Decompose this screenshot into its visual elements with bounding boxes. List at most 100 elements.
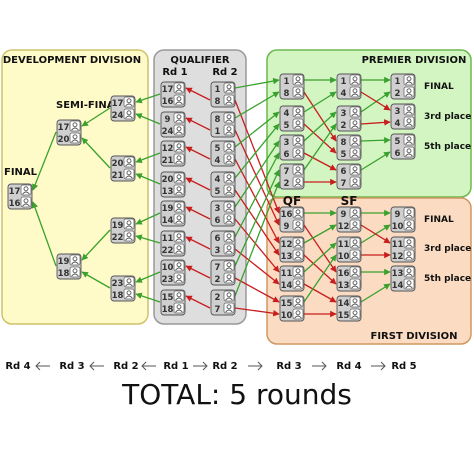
seed-number: 19 <box>162 204 174 214</box>
seed-number: 3 <box>341 109 347 119</box>
person-icon <box>123 96 135 108</box>
sf-header: SF <box>341 194 358 208</box>
seed-number: 19 <box>112 221 124 231</box>
winner-arrow <box>303 254 337 303</box>
seed-number: 24 <box>162 127 174 137</box>
person-icon <box>349 164 361 176</box>
person-icon <box>173 201 185 213</box>
seed-number: 3 <box>215 204 221 214</box>
person-icon <box>403 219 415 231</box>
seed-number: 13 <box>162 187 174 197</box>
person-icon <box>123 168 135 180</box>
seed-number: 6 <box>215 216 221 226</box>
seed-number: 22 <box>112 233 124 243</box>
person-icon <box>123 288 135 300</box>
person-icon <box>349 237 361 249</box>
seed-number: 2 <box>215 275 221 285</box>
person-icon <box>223 243 235 255</box>
winner-arrow <box>360 91 391 113</box>
seed-number: 18 <box>162 305 174 315</box>
match-box: 910 <box>390 206 416 233</box>
seed-number: 7 <box>341 179 347 189</box>
match-box: 72 <box>210 259 236 286</box>
seed-number: 2 <box>284 179 290 189</box>
loser-arrow <box>360 224 391 244</box>
person-icon <box>223 231 235 243</box>
person-icon <box>292 296 304 308</box>
winner-arrow <box>81 271 111 289</box>
loser-arrow <box>234 158 280 244</box>
person-icon <box>349 308 361 320</box>
person-icon <box>223 153 235 165</box>
person-icon <box>223 302 235 314</box>
right-arrow-icon <box>193 361 208 371</box>
axis-round-label: Rd 3 <box>276 361 301 372</box>
seed-number: 10 <box>281 311 293 321</box>
left-arrow-icon <box>89 361 104 371</box>
winner-arrow <box>81 137 111 169</box>
loser-arrow <box>185 206 211 220</box>
qf-header: QF <box>283 194 301 208</box>
match-box: 56 <box>390 133 416 160</box>
person-icon <box>173 272 185 284</box>
match-box: 36 <box>210 200 236 227</box>
right-arrow-icon <box>248 361 263 371</box>
seed-number: 1 <box>284 77 290 87</box>
winner-arrow <box>303 111 337 142</box>
premier-final-label: FINAL <box>424 82 454 92</box>
person-icon <box>292 266 304 278</box>
person-icon <box>223 201 235 213</box>
seed-number: 4 <box>215 156 221 166</box>
seed-number: 24 <box>112 111 124 121</box>
winner-arrow <box>303 91 337 113</box>
person-icon <box>292 237 304 249</box>
seed-number: 10 <box>338 252 350 262</box>
dev-final-label: FINAL <box>4 167 38 178</box>
seed-number: 8 <box>215 97 221 107</box>
person-icon <box>349 219 361 231</box>
person-icon <box>403 134 415 146</box>
seed-number: 20 <box>162 175 174 185</box>
seed-number: 15 <box>162 293 174 303</box>
winner-arrow <box>234 140 280 208</box>
total-rounds-caption: TOTAL: 5 rounds <box>122 378 352 411</box>
axis-round-label: Rd 5 <box>391 361 416 372</box>
seed-number: 4 <box>341 89 347 99</box>
seed-number: 14 <box>281 281 293 291</box>
first-final-label: FINAL <box>424 215 454 225</box>
person-icon <box>223 82 235 94</box>
seed-number: 9 <box>165 115 171 125</box>
left-arrow-icon <box>141 361 156 371</box>
seed-number: 17 <box>9 187 21 197</box>
seed-number: 14 <box>338 299 350 309</box>
seed-number: 1 <box>215 85 221 95</box>
seed-number: 7 <box>215 305 221 315</box>
winner-arrow <box>135 292 161 303</box>
axis-round-label: Rd 1 <box>163 361 188 372</box>
person-icon <box>403 146 415 158</box>
person-icon <box>349 106 361 118</box>
loser-arrow <box>234 189 280 256</box>
seed-number: 21 <box>162 156 174 166</box>
person-icon <box>123 230 135 242</box>
winner-arrow <box>234 77 280 89</box>
person-icon <box>349 266 361 278</box>
seed-number: 6 <box>284 150 290 160</box>
seed-number: 2 <box>341 121 347 131</box>
seed-number: 10 <box>392 222 404 232</box>
seed-number: 23 <box>162 275 174 285</box>
seed-number: 9 <box>395 210 401 220</box>
winner-arrow <box>234 181 280 297</box>
match-box: 14 <box>336 73 362 100</box>
person-icon <box>292 74 304 86</box>
person-icon <box>223 124 235 136</box>
seed-number: 2 <box>215 293 221 303</box>
match-box: 45 <box>210 171 236 198</box>
